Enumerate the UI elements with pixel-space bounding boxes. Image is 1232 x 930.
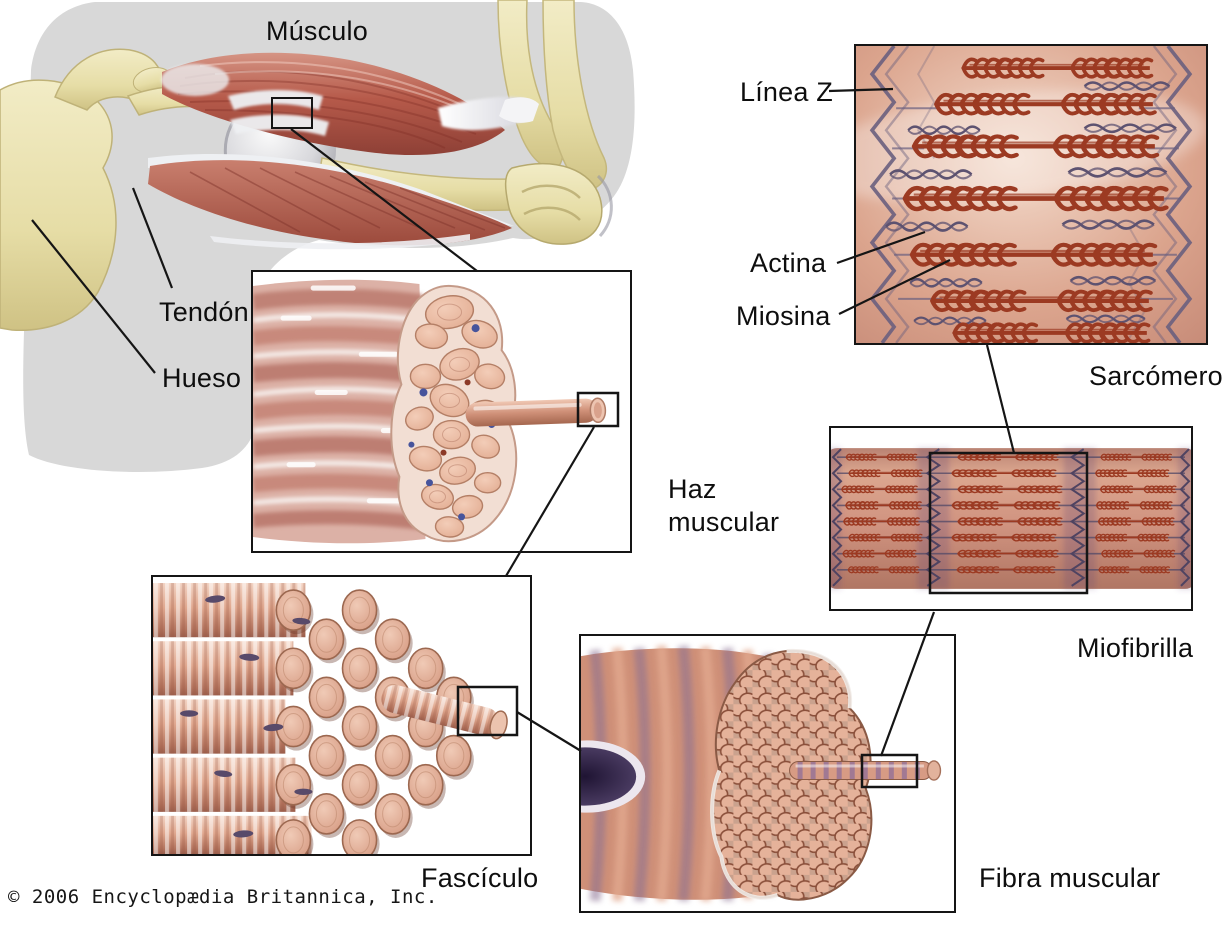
forearm-bones xyxy=(497,0,613,245)
haz-muscular-art xyxy=(253,279,607,544)
fibra-nucleus xyxy=(581,747,637,806)
label-sarcomero: Sarcómero xyxy=(1089,361,1223,391)
miofibrilla-cylinder xyxy=(831,448,1191,589)
fibra-art xyxy=(581,645,942,902)
label-hueso: Hueso xyxy=(162,363,242,393)
haz-fascicle-rod xyxy=(465,397,607,427)
copyright-notice: © 2006 Encyclopædia Britannica, Inc. xyxy=(8,886,438,908)
label-haz-muscular: Haz muscular xyxy=(668,473,779,539)
fibra-myofibril-rod xyxy=(789,760,942,781)
fasciculo-tubes xyxy=(153,583,312,854)
label-musculo: Músculo xyxy=(266,16,368,46)
label-haz-line2: muscular xyxy=(668,507,780,537)
fasciculo-nuclei xyxy=(180,595,313,838)
panel-fibra-muscular xyxy=(579,634,956,913)
haz-muscle-body xyxy=(253,279,426,544)
fasciculo-art xyxy=(153,583,508,854)
miofibrilla-art xyxy=(831,448,1191,589)
label-miosina: Miosina xyxy=(736,301,831,331)
sarcomero-art xyxy=(856,46,1206,343)
haz-cross-section xyxy=(390,284,518,543)
label-linea-z: Línea Z xyxy=(740,77,833,107)
label-fasciculo: Fascículo xyxy=(421,863,539,893)
panel-fasciculo xyxy=(151,575,532,856)
panel-sarcomero xyxy=(854,44,1208,345)
label-miofibrilla: Miofibrilla xyxy=(1077,633,1194,663)
panel-miofibrilla xyxy=(829,426,1193,611)
label-haz-line1: Haz xyxy=(668,474,717,504)
label-fibra-muscular: Fibra muscular xyxy=(979,863,1161,893)
label-actina: Actina xyxy=(750,248,827,278)
label-tendon: Tendón xyxy=(159,297,249,327)
panel-haz-muscular xyxy=(251,270,632,553)
